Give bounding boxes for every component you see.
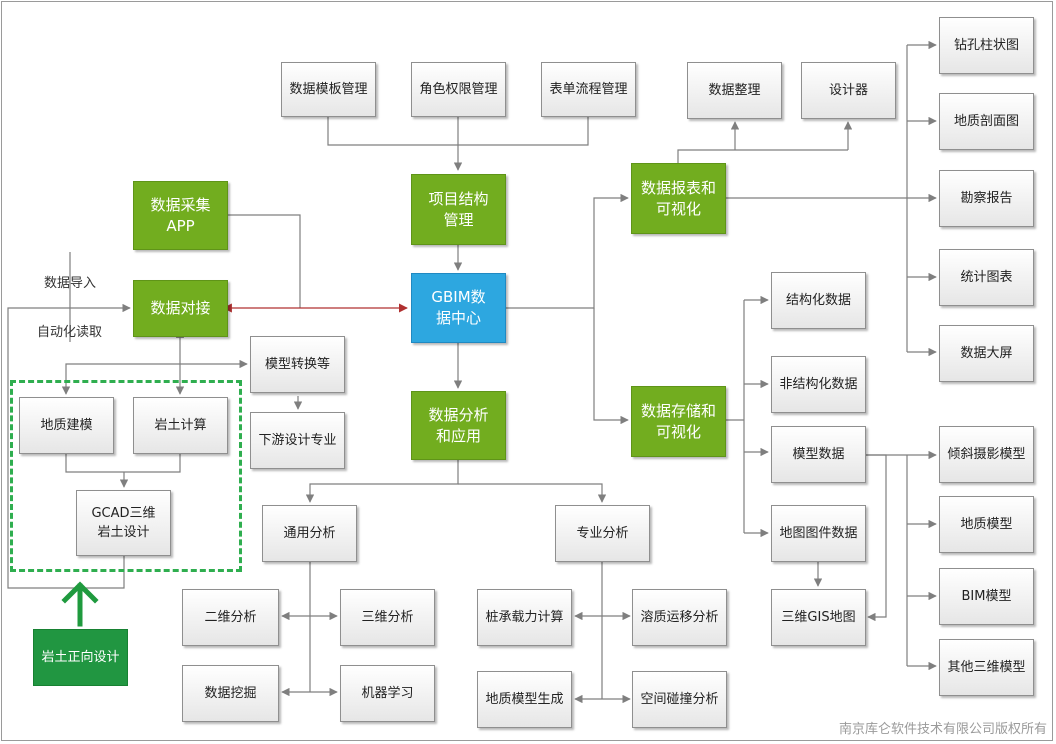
node-designer: 设计器 (801, 62, 896, 119)
node-geo-model-generation: 地质模型生成 (477, 671, 572, 728)
up-arrow-icon (61, 581, 99, 627)
node-data-screen: 数据大屏 (939, 325, 1034, 382)
node-3d-gis-map: 三维GIS地图 (771, 589, 866, 646)
node-data-template-mgmt: 数据模板管理 (281, 62, 376, 117)
node-geotech-forward-design: 岩土正向设计 (33, 629, 128, 686)
node-survey-report: 勘察报告 (939, 170, 1034, 227)
node-downstream-design: 下游设计专业 (250, 412, 345, 469)
node-data-storage-vis: 数据存储和可视化 (631, 386, 726, 457)
node-data-collect-app: 数据采集APP (133, 181, 228, 250)
node-oblique-photo-model: 倾斜摄影模型 (939, 426, 1034, 483)
node-analysis-3d: 三维分析 (340, 589, 435, 646)
node-data-arrange: 数据整理 (687, 62, 782, 119)
node-gbim-data-center: GBIM数据中心 (411, 273, 506, 343)
node-data-analysis-app: 数据分析和应用 (411, 391, 506, 460)
node-borehole-chart: 钻孔柱状图 (939, 17, 1034, 74)
node-data-report-vis: 数据报表和可视化 (631, 163, 726, 234)
node-bim-model: BIM模型 (939, 568, 1034, 625)
node-spatial-collision: 空间碰撞分析 (632, 671, 727, 728)
node-gcad-3d-design: GCAD三维岩土设计 (76, 490, 171, 556)
node-general-analysis: 通用分析 (262, 505, 357, 562)
node-form-flow-mgmt: 表单流程管理 (541, 62, 636, 117)
node-pile-capacity-calc: 桩承载力计算 (477, 589, 572, 646)
node-geo-model: 地质模型 (939, 496, 1034, 553)
node-analysis-2d: 二维分析 (182, 589, 279, 646)
node-role-permission-mgmt: 角色权限管理 (411, 62, 506, 117)
geotech-design-group (10, 380, 242, 572)
copyright-text: 南京库仑软件技术有限公司版权所有 (838, 722, 1047, 737)
node-map-layer-data: 地图图件数据 (771, 505, 866, 562)
node-special-analysis: 专业分析 (555, 505, 650, 562)
node-data-docking: 数据对接 (133, 280, 228, 337)
node-stat-chart: 统计图表 (939, 249, 1034, 306)
node-other-3d-model: 其他三维模型 (939, 639, 1034, 696)
node-data-mining: 数据挖掘 (182, 665, 279, 722)
node-unstructured-data: 非结构化数据 (771, 356, 866, 413)
node-model-conversion: 模型转换等 (250, 336, 345, 393)
node-geo-modeling: 地质建模 (19, 397, 114, 454)
node-model-data: 模型数据 (771, 426, 866, 483)
node-solute-transport: 溶质运移分析 (632, 589, 727, 646)
node-structured-data: 结构化数据 (771, 272, 866, 329)
node-geotech-calc: 岩土计算 (133, 397, 228, 454)
node-geo-section: 地质剖面图 (939, 93, 1034, 150)
node-project-structure-mgmt: 项目结构管理 (411, 174, 506, 245)
label-auto-read: 自动化读取 (37, 325, 103, 340)
label-data-import: 数据导入 (44, 276, 97, 291)
node-machine-learning: 机器学习 (340, 665, 435, 722)
